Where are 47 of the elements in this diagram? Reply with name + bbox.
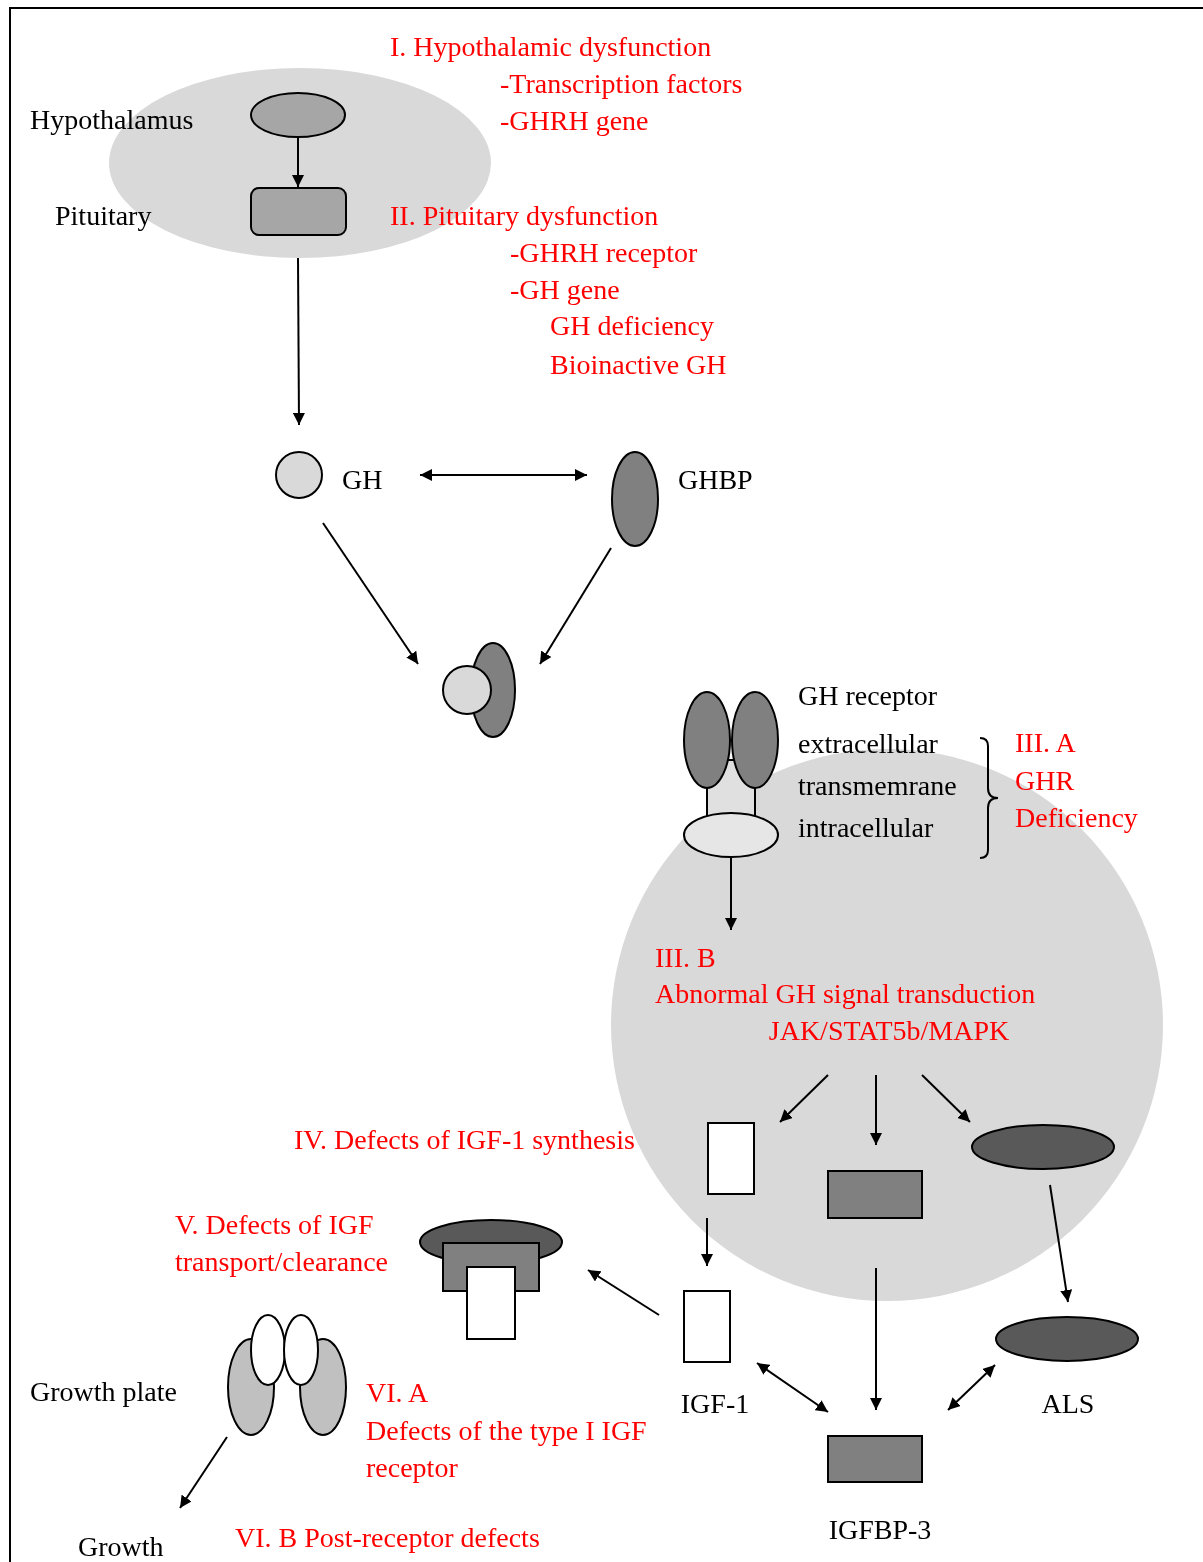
arrow	[947, 1364, 996, 1411]
annotation-text: -GHRH gene	[500, 105, 649, 137]
annotation-text: Abnormal GH signal transduction	[655, 978, 1036, 1010]
annotation-text: II. Pituitary dysfunction	[390, 200, 659, 232]
annotation-text: GHR Deficiency	[1015, 764, 1139, 835]
node-label: GHBP	[678, 464, 753, 496]
node-label: extracellular	[798, 728, 938, 760]
annotation-text: III. A	[1015, 727, 1076, 759]
annotation-text: VI. B Post-receptor defects	[235, 1522, 540, 1554]
node-label: GH receptor	[798, 680, 938, 712]
node-label: transmemrane	[798, 770, 957, 802]
annotation-text: VI. A	[366, 1377, 429, 1409]
node-label: GH	[342, 464, 383, 496]
node-label: ALS	[1041, 1388, 1095, 1420]
node-label: intracellular	[798, 812, 934, 844]
arrow	[292, 257, 305, 426]
arrow	[779, 1074, 829, 1123]
annotation-text: V. Defects of IGF transport/clearance	[175, 1208, 389, 1279]
arrow	[756, 1362, 829, 1413]
arrow	[539, 547, 612, 665]
annotation-text: Defects of the type I IGF receptor	[366, 1414, 648, 1485]
arrow	[725, 857, 737, 931]
arrow	[322, 522, 419, 665]
annotation-text: GH deficiency	[550, 310, 715, 342]
arrow	[179, 1436, 228, 1509]
arrow	[419, 469, 588, 481]
annotation-text: Bioinactive GH	[550, 349, 727, 381]
arrow	[870, 1267, 882, 1411]
arrow	[1049, 1184, 1073, 1303]
annotation-text: -GHRH receptor	[510, 237, 698, 269]
annotation-text: JAK/STAT5b/MAPK	[768, 1015, 1010, 1047]
node-label: Growth plate	[30, 1376, 177, 1408]
annotation-text: III. B	[655, 942, 716, 974]
arrow	[701, 1217, 713, 1267]
arrow	[870, 1074, 882, 1146]
node-label: Hypothalamus	[30, 104, 194, 136]
node-label: Growth	[78, 1531, 164, 1562]
annotation-text: -Transcription factors	[500, 68, 743, 100]
annotation-text: IV. Defects of IGF-1 synthesis	[294, 1124, 635, 1156]
arrow	[292, 137, 304, 188]
annotation-text: -GH gene	[510, 274, 620, 306]
node-label: IGFBP-3	[828, 1514, 932, 1546]
node-label: Pituitary	[55, 200, 152, 232]
node-label: IGF-1	[680, 1388, 750, 1420]
arrow	[587, 1269, 660, 1316]
arrow	[921, 1074, 971, 1123]
annotation-text: I. Hypothalamic dysfunction	[390, 31, 712, 63]
